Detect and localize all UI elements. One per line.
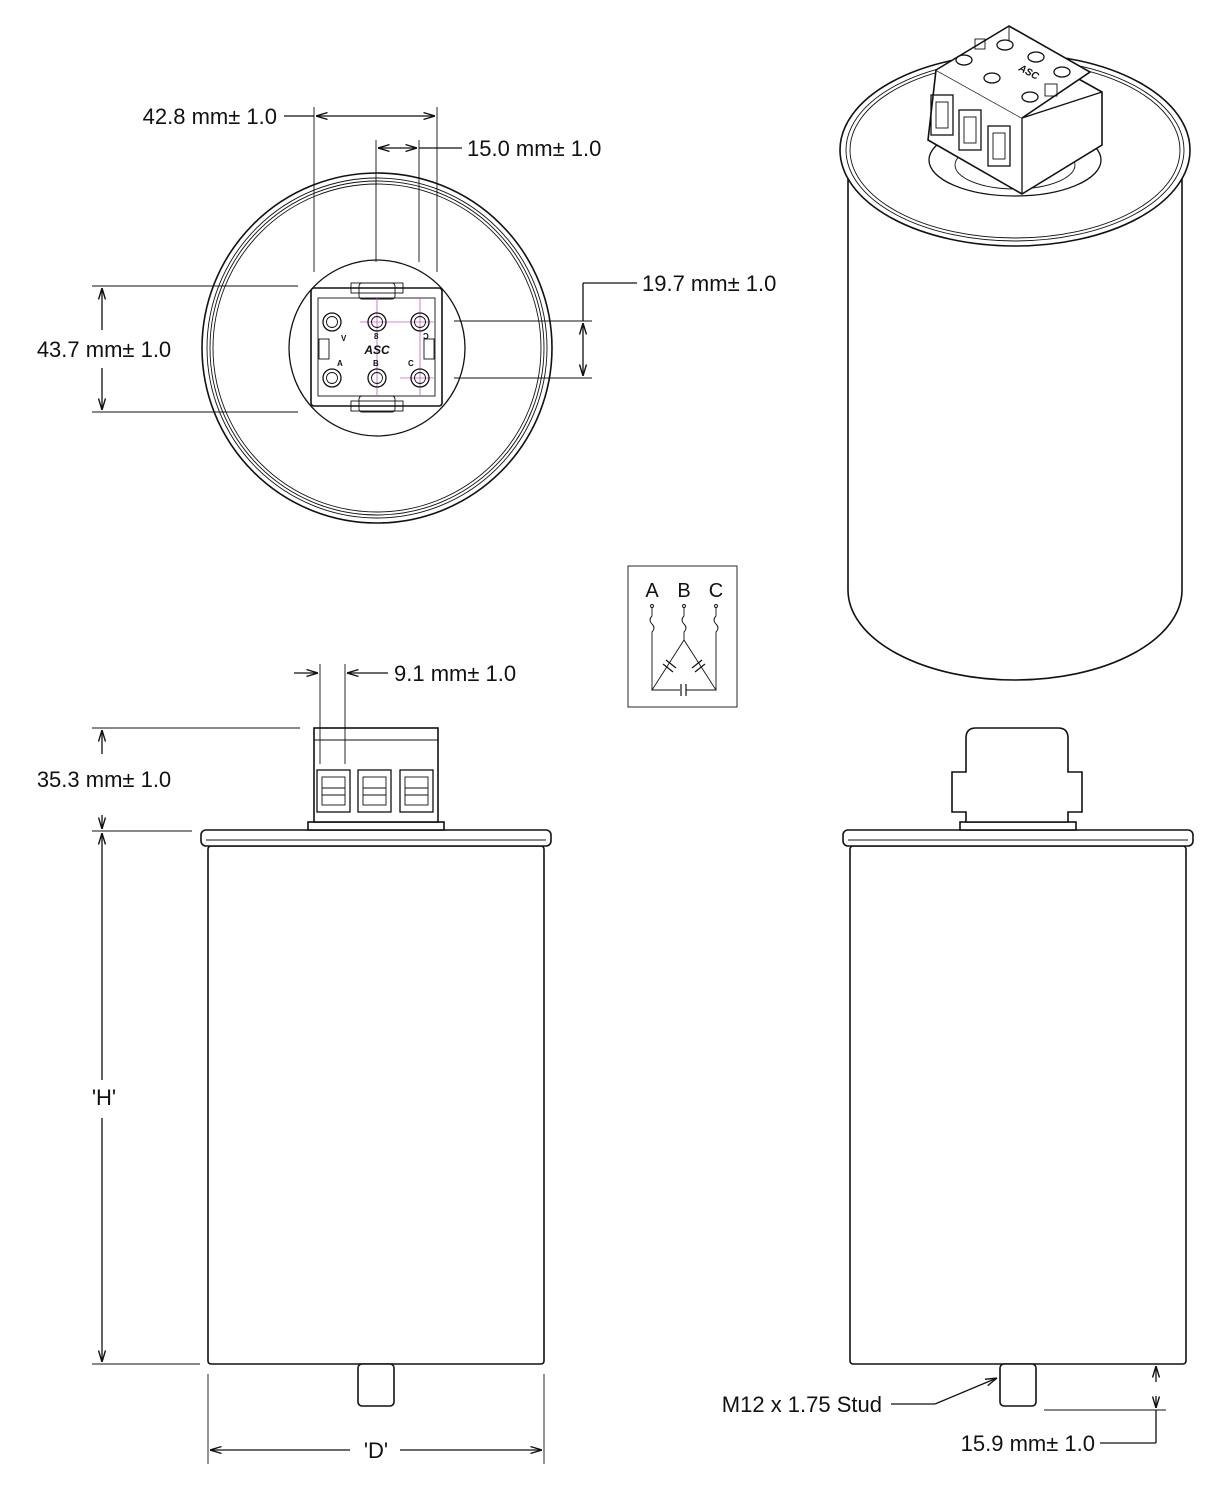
side-mounting-stud bbox=[999, 1363, 1037, 1407]
terminal-screw-a-upper bbox=[322, 312, 342, 332]
dim-terminal-slot-width-label: 9.1 mm± 1.0 bbox=[394, 661, 516, 686]
iso-terminal-block: ASC bbox=[927, 25, 1103, 195]
front-view: 9.1 mm± 1.0 35.3 mm± 1.0 'H' 'D' bbox=[37, 661, 552, 1464]
schematic-phase-a: A bbox=[645, 580, 659, 602]
dim-terminal-block-height: 35.3 mm± 1.0 bbox=[37, 727, 300, 832]
can-rim-ring-2 bbox=[209, 180, 545, 516]
dim-terminal-slot-width: 9.1 mm± 1.0 bbox=[294, 661, 516, 764]
stud-callout-label: M12 x 1.75 Stud bbox=[722, 1392, 882, 1417]
terminal-screw-c-lower bbox=[410, 368, 430, 388]
dim-terminal-row-spacing: 19.7 mm± 1.0 bbox=[454, 271, 776, 379]
terminal-mark-b: B bbox=[373, 359, 379, 368]
dim-terminal-row-depth: 43.7 mm± 1.0 bbox=[37, 285, 298, 413]
dim-stud-length-label: 15.9 mm± 1.0 bbox=[961, 1431, 1095, 1456]
dim-terminal-span: 42.8 mm± 1.0 bbox=[143, 104, 438, 272]
can-rim-ring-1 bbox=[206, 177, 548, 519]
terminal-screw-c-upper bbox=[410, 312, 430, 332]
front-terminal-slots bbox=[316, 769, 434, 813]
dim-can-height: 'H' bbox=[92, 833, 200, 1365]
side-terminal-block bbox=[951, 727, 1083, 823]
asc-logo: ASC bbox=[363, 343, 390, 357]
can-rim-ring-3 bbox=[212, 183, 542, 513]
dim-can-diameter: 'D' bbox=[207, 1374, 545, 1464]
front-can-rim bbox=[200, 829, 552, 847]
terminal-mark-a: A bbox=[337, 359, 343, 368]
terminal-screw-b-lower bbox=[367, 368, 387, 388]
schematic-phase-c: C bbox=[709, 580, 723, 602]
terminal-base-circle bbox=[288, 259, 466, 437]
dim-terminal-pitch: 15.0 mm± 1.0 bbox=[375, 136, 601, 262]
top-view: V 8 Ɔ A B C ASC 42.8 mm± 1.0 15.0 mm± 1.… bbox=[37, 104, 776, 524]
dim-terminal-block-height-label: 35.3 mm± 1.0 bbox=[37, 767, 171, 792]
isometric-view: ASC bbox=[839, 25, 1191, 681]
dim-can-diameter-label: 'D' bbox=[364, 1438, 388, 1463]
terminal-mark-b-inverted: 8 bbox=[374, 332, 379, 341]
terminal-mark-c: C bbox=[408, 359, 414, 368]
wiring-schematic: A B C bbox=[627, 565, 738, 708]
dim-terminal-pitch-label: 15.0 mm± 1.0 bbox=[467, 136, 601, 161]
schematic-frame bbox=[627, 565, 738, 708]
terminal-mark-a-inverted: V bbox=[341, 334, 347, 343]
terminal-screw-a-lower bbox=[322, 368, 342, 388]
front-mounting-stud bbox=[357, 1363, 395, 1407]
front-can-body bbox=[207, 845, 545, 1365]
side-can-rim bbox=[842, 829, 1194, 847]
dim-stud-length: 15.9 mm± 1.0 bbox=[961, 1363, 1166, 1456]
terminal-mark-c-inverted: Ɔ bbox=[423, 332, 429, 341]
dim-terminal-span-label: 42.8 mm± 1.0 bbox=[143, 104, 277, 129]
terminal-screw-b-upper bbox=[367, 312, 387, 332]
dim-terminal-row-depth-label: 43.7 mm± 1.0 bbox=[37, 337, 171, 362]
side-can-body bbox=[849, 845, 1187, 1365]
side-view: M12 x 1.75 Stud 15.9 mm± 1.0 bbox=[722, 727, 1194, 1456]
front-terminal-block bbox=[313, 727, 439, 823]
dim-can-height-label: 'H' bbox=[92, 1085, 116, 1110]
terminal-block-top: V 8 Ɔ A B C ASC bbox=[310, 282, 443, 413]
dim-terminal-row-spacing-label: 19.7 mm± 1.0 bbox=[642, 271, 776, 296]
schematic-phase-b: B bbox=[677, 580, 690, 602]
iso-can-body bbox=[847, 178, 1183, 681]
schematic-wires bbox=[649, 604, 719, 696]
stud-callout: M12 x 1.75 Stud bbox=[722, 1378, 997, 1417]
